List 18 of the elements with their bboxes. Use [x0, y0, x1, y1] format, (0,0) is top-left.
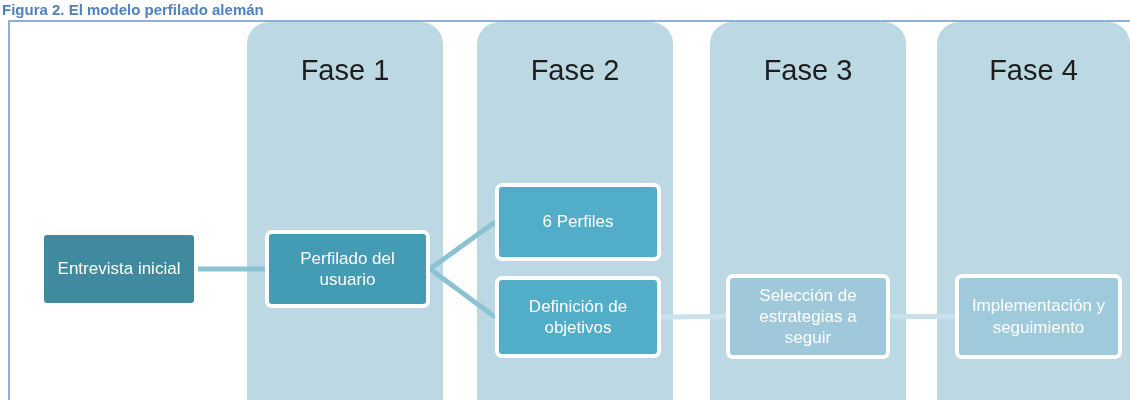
phase-column — [710, 22, 906, 400]
process-box: Definición de objetivos — [495, 276, 661, 358]
phase-heading: Fase 3 — [762, 54, 854, 87]
connector-line — [198, 266, 265, 272]
connector-line — [661, 314, 726, 320]
process-box: Selección de estrategias a seguir — [726, 274, 890, 359]
process-box: Perfilado del usuario — [265, 230, 430, 308]
phase-heading: Fase 4 — [988, 54, 1079, 87]
connector-line — [890, 314, 955, 319]
phase-column — [477, 22, 673, 400]
figure-title: Figura 2. El modelo perfilado alemán — [2, 1, 264, 18]
phase-column — [247, 22, 443, 400]
process-box: Implementación y seguimiento — [955, 274, 1122, 359]
phase-heading: Fase 1 — [299, 54, 391, 87]
process-box: 6 Perfiles — [495, 183, 661, 261]
phase-heading: Fase 2 — [529, 54, 621, 87]
connector-line — [428, 219, 497, 272]
phase-column — [937, 22, 1130, 400]
